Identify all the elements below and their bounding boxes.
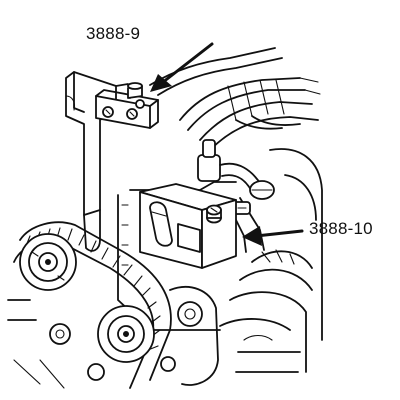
callout-arrow-side bbox=[242, 226, 304, 246]
timing-tool-3888-10 bbox=[139, 183, 237, 269]
callout-label-3888-10: 3888-10 bbox=[309, 219, 373, 238]
timing-tool-3888-9 bbox=[65, 71, 159, 252]
engine-housing-right bbox=[219, 148, 323, 373]
callout-label-3888-9: 3888-9 bbox=[86, 24, 141, 43]
timing-belt-and-pulleys bbox=[7, 221, 219, 389]
callout-arrow-top bbox=[150, 42, 214, 92]
fuel-pipes bbox=[149, 47, 321, 151]
